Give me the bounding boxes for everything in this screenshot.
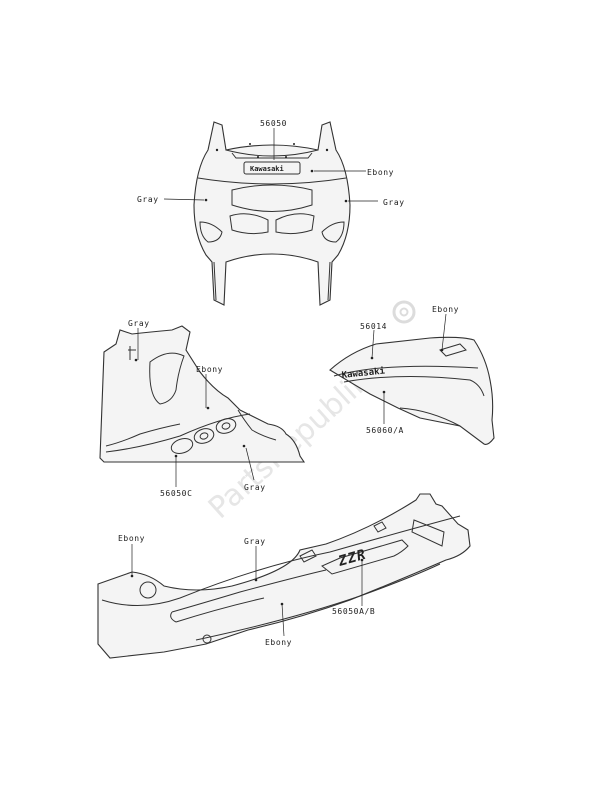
side-fairing-left-label-gray-bottom: Gray xyxy=(244,483,266,492)
lower-fairing: ZZR Ebony Gray Ebony 56050A/B xyxy=(97,493,471,659)
side-fairing-right-part-no-top: 56014 xyxy=(360,322,387,331)
side-fairing-right-body xyxy=(329,336,495,445)
upper-cowl-label-gray-right: Gray xyxy=(383,198,405,207)
side-fairing-left-body xyxy=(99,325,306,463)
lower-fairing-label-gray: Gray xyxy=(244,537,266,546)
kawasaki-logo-side: Kawasaki xyxy=(341,365,386,381)
upper-cowl-part-no: 56050 xyxy=(260,119,287,128)
watermark-gear-icon xyxy=(392,300,416,324)
lower-fairing-label-ebony-left: Ebony xyxy=(118,534,145,543)
side-fairing-left-label-ebony: Ebony xyxy=(196,365,223,374)
side-fairing-right-label-ebony: Ebony xyxy=(432,305,459,314)
side-fairing-right-part-no-bottom: 56060/A xyxy=(366,426,404,435)
upper-cowl-label-ebony: Ebony xyxy=(367,168,394,177)
kawasaki-logo: Kawasaki xyxy=(250,165,284,173)
decal-600 xyxy=(170,418,237,454)
zzr-decal-text: ZZR xyxy=(336,547,369,570)
side-fairing-left-label-gray: Gray xyxy=(128,319,150,328)
upper-cowl: Kawasaki 56050 Ebony Gray Gray xyxy=(137,119,405,306)
decal-zzr: ZZR xyxy=(321,539,409,575)
side-fairing-left-part-no: 56050C xyxy=(160,489,193,498)
upper-cowl-label-gray-left: Gray xyxy=(137,195,159,204)
side-fairing-right: Kawasaki Ebony 56014 56060/A xyxy=(329,305,495,445)
lower-fairing-label-ebony-bottom: Ebony xyxy=(265,638,292,647)
lower-fairing-part-no: 56050A/B xyxy=(332,607,375,616)
side-fairing-left: Gray Ebony 56050C Gray xyxy=(99,319,306,498)
